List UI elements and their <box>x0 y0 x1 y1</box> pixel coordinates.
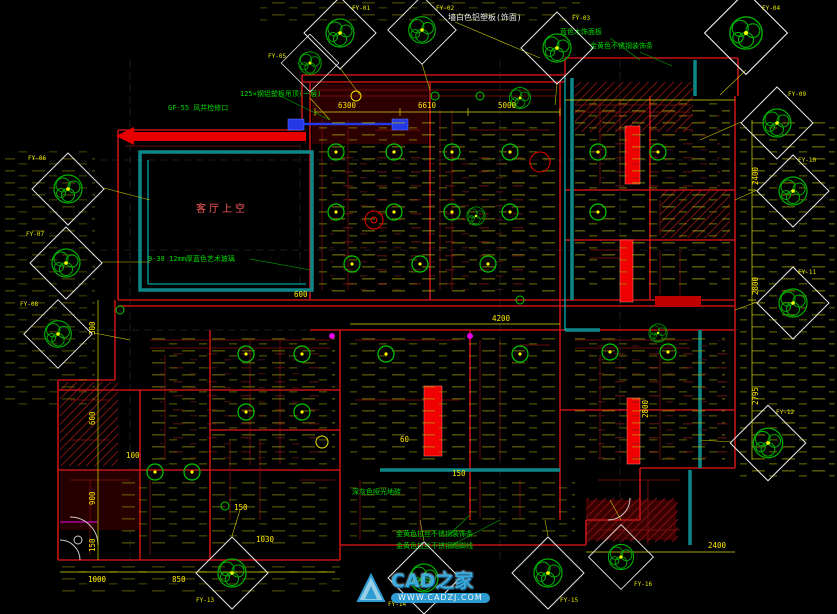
label-top-center: 墙白色铝塑板(饰面) <box>448 12 522 22</box>
dim-top-2: 6610 <box>418 101 437 110</box>
callout-tag: FY-01 <box>352 5 370 12</box>
dim-right-1: 2400 <box>751 166 760 185</box>
dim-top-1: 6300 <box>338 101 357 110</box>
callout-tags: FY-01 FY-02 FY-03 FY-04 FY-05 FY-06 FY-0… <box>20 5 816 608</box>
dim-small-1: 100 <box>126 451 140 460</box>
callout-tag: FY-15 <box>560 597 578 604</box>
dim-bottom-3: 850 <box>172 575 186 584</box>
label-glass-note: 9-38 12mm厚蓝色艺术玻璃 <box>148 254 235 263</box>
label-vent-note: GF-55 风井检修口 <box>168 103 228 112</box>
label-ceiling-note: 125×钢铝塑板吊顶(一层) <box>240 89 321 98</box>
callout-tag: FY-03 <box>572 15 590 22</box>
watermark: CAD之家 WWW.CADZJ.COM <box>356 572 490 603</box>
dim-small-3: 150 <box>234 503 248 512</box>
dim-right-3: 2795 <box>751 387 760 405</box>
leader-lines <box>93 21 758 547</box>
callout-tag: FY-09 <box>788 91 806 98</box>
label-top-right-1: 蓝色木饰面板 <box>560 27 602 36</box>
label-bottom-note-2: 金黄色拉丝不锈钢踢脚线 <box>396 541 473 550</box>
label-bottom-note-1: 金黄色拉丝不锈钢装饰条 <box>396 529 473 538</box>
grid-bubbles <box>115 91 677 511</box>
dim-left-4: 150 <box>88 538 97 552</box>
callout-tag: FY-06 <box>28 155 46 162</box>
label-living-void: 客厅上空 <box>196 202 248 215</box>
dim-left-1: 300 <box>88 321 97 335</box>
dim-mid-1: 4200 <box>492 314 511 323</box>
dim-bottom-4: 1030 <box>256 535 275 544</box>
callout-tag: FY-10 <box>798 157 816 164</box>
callout-tag: FY-04 <box>762 5 780 12</box>
callout-tag: FY-12 <box>776 409 794 416</box>
callout-tag: FY-13 <box>196 597 214 604</box>
dim-right-2: 2800 <box>751 276 760 295</box>
dim-mid-2: 2800 <box>641 399 650 418</box>
callout-tag: FY-11 <box>798 269 816 276</box>
dimension-chains: 6300 6610 5000 2400 2800 2795 300 600 90… <box>60 99 760 584</box>
dim-small-2: 600 <box>294 290 308 299</box>
dim-bottom-1: 1000 <box>88 575 107 584</box>
dim-bottom-5: 2400 <box>708 541 727 550</box>
callout-tag: FY-16 <box>634 581 652 588</box>
dim-top-3: 5000 <box>498 101 517 110</box>
watermark-text: CAD之家 WWW.CADZJ.COM <box>391 572 490 603</box>
misc-symbols <box>59 87 668 561</box>
callout-tag: FY-14 <box>388 601 406 608</box>
dim-left-3: 900 <box>88 491 97 505</box>
annotation-clutter <box>5 0 835 592</box>
dim-left-2: 600 <box>88 411 97 425</box>
cadzj-logo-icon <box>356 572 386 602</box>
callout-tag: FY-08 <box>20 301 38 308</box>
dim-mid-3: 60 <box>400 435 410 444</box>
label-floor-note: 深灰色哑光地砖 <box>352 487 401 496</box>
watermark-url: WWW.CADZJ.COM <box>391 593 490 603</box>
callout-tag: FY-02 <box>436 5 454 12</box>
callout-tag: FY-05 <box>268 53 286 60</box>
label-top-right-2: 金黄色不锈钢装饰条 <box>590 41 653 50</box>
watermark-brand: CAD之家 <box>391 570 474 592</box>
callout-tag: FY-07 <box>26 231 44 238</box>
note-labels: 墙白色铝塑板(饰面) 蓝色木饰面板 金黄色不锈钢装饰条 125×钢铝塑板吊顶(一… <box>148 12 653 550</box>
dim-bottom-2: 150 <box>452 469 466 478</box>
